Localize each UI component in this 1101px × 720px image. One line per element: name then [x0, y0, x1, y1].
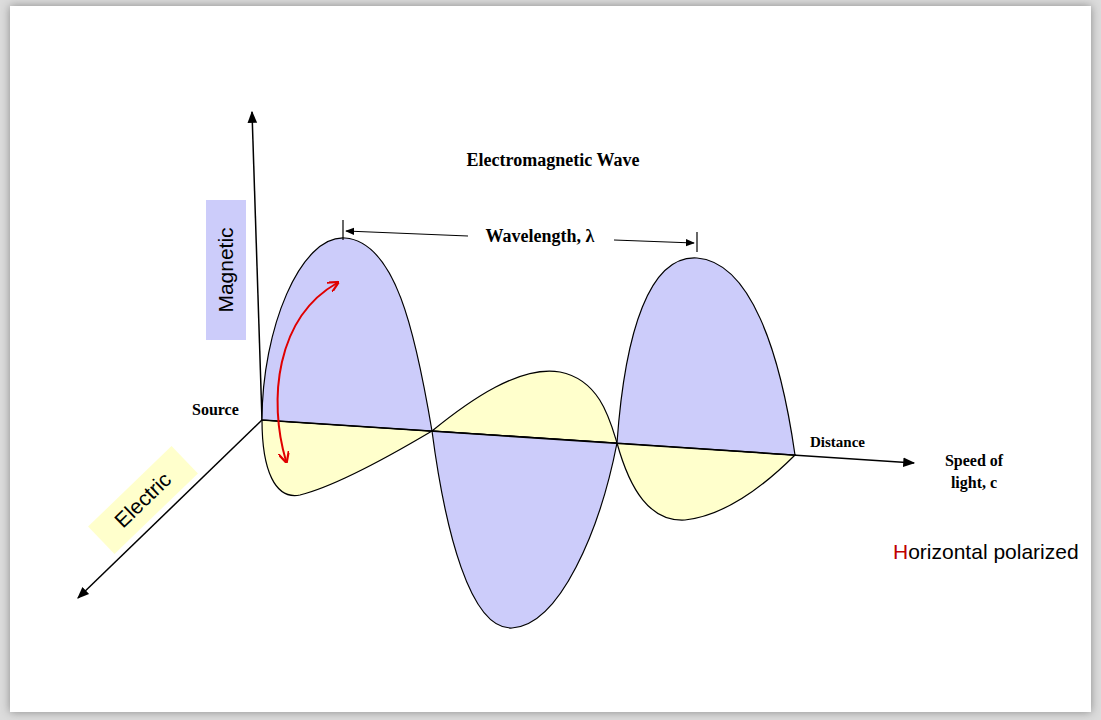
wavelength-arrow	[614, 240, 694, 243]
oscillation-arrow	[278, 283, 337, 461]
axis-name: Magnetic	[214, 227, 238, 312]
magnetic-lobe	[617, 258, 795, 455]
wavelength-label: Wavelength, λ	[486, 224, 595, 249]
wavelength-arrow	[346, 231, 468, 236]
diagram-title: Electromagnetic Wave	[467, 150, 640, 171]
source-label: Source	[192, 399, 239, 421]
distance-label: Distance	[810, 432, 865, 453]
magnetic-lobe	[432, 431, 617, 628]
magnetic-lobe	[262, 238, 432, 431]
wavelength-tick	[696, 232, 697, 252]
magnetic-label-box: Magnetic	[206, 200, 246, 340]
electric-lobe	[617, 443, 795, 520]
electric-lobe	[262, 420, 432, 496]
wavelength-tick	[342, 220, 343, 240]
electric-axis	[78, 420, 262, 598]
magnetic-axis	[252, 112, 262, 420]
distance-axis	[262, 420, 914, 463]
polarization-label: Horizontal polarized	[893, 537, 1079, 566]
speed-label: Speed of light, c	[928, 450, 1020, 495]
